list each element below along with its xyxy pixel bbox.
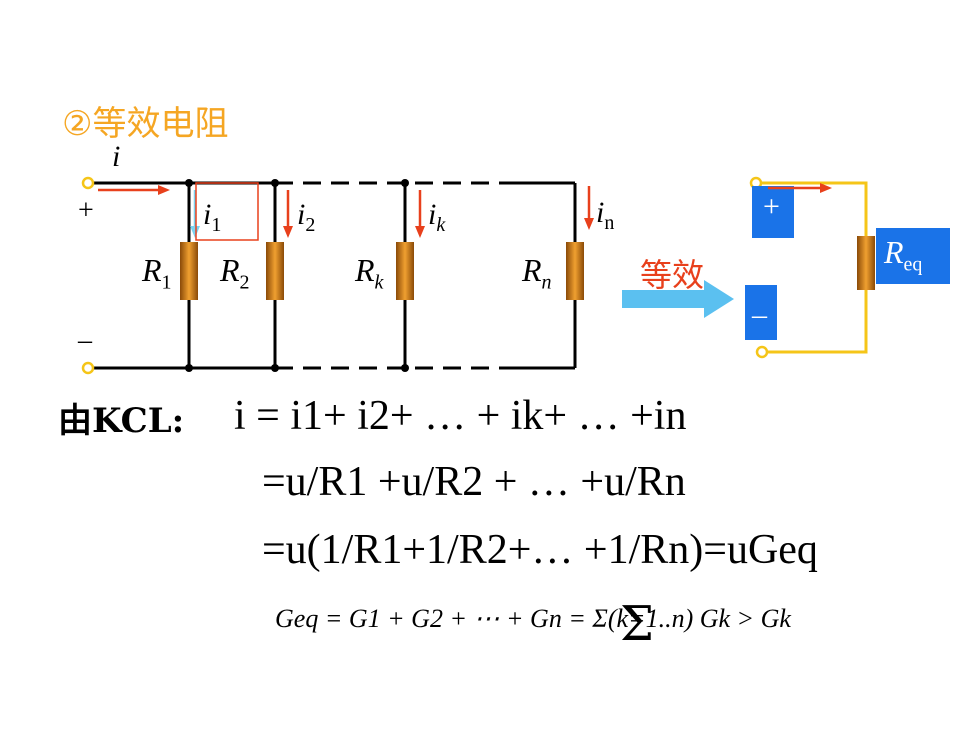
equiv-terminal-minus (755, 345, 769, 359)
current-label-in: in (596, 196, 615, 234)
sigma-symbol: Σ (620, 596, 654, 652)
resistor-rn (566, 242, 584, 300)
current-label-total: i (112, 140, 121, 173)
page-title: ②等效电阻 (62, 104, 229, 144)
resistor-label-r1: R1 (142, 252, 172, 294)
req-box (876, 228, 950, 284)
resistor-label-r2: R2 (220, 252, 250, 294)
current-label-i2: i2 (297, 198, 316, 236)
plus-box (752, 186, 794, 238)
resistor-label-rn: Rn (522, 252, 552, 294)
input-terminal-minus (81, 361, 95, 375)
equiv-plus-label: + (763, 190, 780, 223)
equiv-minus-label: – (752, 298, 767, 331)
input-terminal-plus (81, 176, 95, 190)
kcl-label: 由KCL: (58, 401, 185, 441)
minus-label: – (78, 325, 92, 356)
resistor-rk (396, 242, 414, 300)
equation-line-3: =u(1/R1+1/R2+… +1/Rn)=uGeq (262, 527, 818, 573)
resistor-r2 (266, 242, 284, 300)
equivalent-label: 等效 (640, 256, 705, 294)
plus-label: + (78, 195, 94, 226)
resistor-req (857, 236, 875, 290)
req-label: Req (884, 234, 923, 276)
equation-line-4: Geq = G1 + G2 + ⋯ + Gn = Σ(k=1..n) Gk > … (275, 604, 791, 633)
resistor-r1 (180, 242, 198, 300)
current-label-ik: ik (428, 198, 446, 236)
minus-box (745, 285, 777, 340)
resistor-label-rk: Rk (355, 252, 384, 294)
equivalent-arrow (622, 280, 734, 318)
highlight-box (195, 182, 259, 241)
current-label-i1: i1 (203, 198, 222, 236)
equation-line-1: i = i1+ i2+ … + ik+ … +in (234, 393, 687, 439)
equation-line-2: =u/R1 +u/R2 + … +u/Rn (262, 459, 686, 505)
